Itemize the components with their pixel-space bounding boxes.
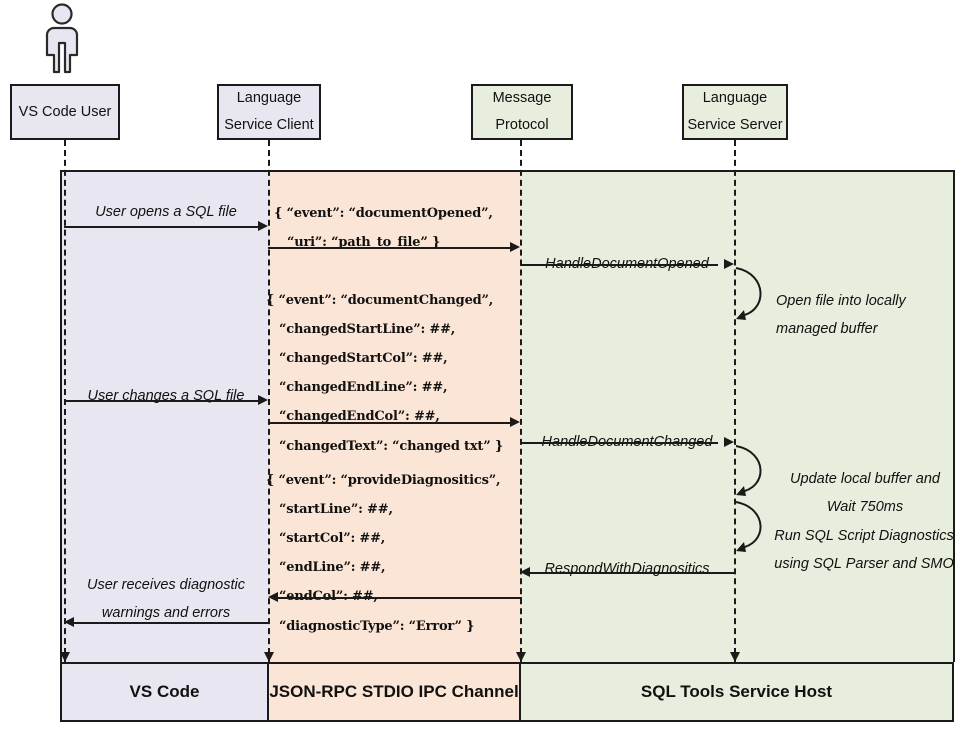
lane-frame-right-edge xyxy=(953,170,955,662)
payload-line: “endLine”: ##, xyxy=(266,560,386,576)
footer-lane-ipc[interactable]: JSON-RPC STDIO IPC Channel xyxy=(267,662,521,722)
arrow-protocol-to-client-diagnostics xyxy=(278,597,522,599)
footer-lane-label: VS Code xyxy=(129,682,200,701)
self-call-line2: Wait 750ms xyxy=(826,498,904,515)
arrow-user-changes xyxy=(64,400,260,402)
swimlane-frame xyxy=(60,170,954,662)
arrow-head-respond-with-diagnositics xyxy=(520,567,530,577)
footer-lane-label: SQL Tools Service Host xyxy=(640,682,833,701)
message-label-line2: warnings and errors xyxy=(101,604,231,621)
participant-box-vscode-user[interactable]: VS Code User xyxy=(10,84,120,140)
payload-line: “changedStartCol”: ##, xyxy=(266,351,448,367)
payload-provide-diagnositics: { “event”: “provideDiagnositics”, “start… xyxy=(266,466,501,641)
self-call-line1: Open file into locally xyxy=(776,293,906,309)
arrow-head-handle-document-opened xyxy=(724,259,734,269)
arrow-head-protocol-to-client-diagnostics xyxy=(268,592,278,602)
payload-line: { “event”: “documentOpened”, xyxy=(274,206,493,221)
lifeline-terminator-message-protocol xyxy=(516,652,526,662)
participant-box-language-service-server[interactable]: Language Service Server xyxy=(682,84,788,140)
footer-lane-host[interactable]: SQL Tools Service Host xyxy=(519,662,954,722)
payload-line: “changedEndCol”: ##, xyxy=(266,409,440,425)
payload-line: “changedText”: “changed txt” } xyxy=(266,438,503,454)
payload-line: “changedStartLine”: ##, xyxy=(266,322,456,338)
self-call-open-file xyxy=(734,266,776,324)
participant-label-line1: Message xyxy=(492,90,552,107)
footer-lane-label: JSON-RPC STDIO IPC Channel xyxy=(269,682,519,701)
arrow-head-client-to-protocol-changed xyxy=(510,417,520,427)
arrow-head-handle-document-changed xyxy=(724,437,734,447)
payload-line: “endCol”: ##, xyxy=(266,589,378,605)
payload-line: “uri”: “path_to_file” } xyxy=(274,235,441,251)
message-label-user-receives: User receives diagnostic warnings and er… xyxy=(66,572,266,627)
payload-document-changed: { “event”: “documentChanged”, “changedSt… xyxy=(266,286,503,461)
payload-document-opened: { “event”: “documentOpened”, “uri”: “pat… xyxy=(274,199,493,257)
payload-line: { “event”: “provideDiagnositics”, xyxy=(266,473,501,488)
footer-lane-vs-code[interactable]: VS Code xyxy=(60,662,269,722)
message-label-line1: User receives diagnostic xyxy=(87,577,245,593)
participant-label-line2: Protocol xyxy=(495,117,549,133)
arrow-head-user-changes xyxy=(258,395,268,405)
lifeline-message-protocol xyxy=(520,140,522,664)
lifeline-language-service-client xyxy=(268,140,270,664)
payload-line: “changedEndLine”: ##, xyxy=(266,380,448,396)
self-call-run-diagnostics xyxy=(734,500,776,556)
lane-background-vscode xyxy=(60,172,269,662)
arrow-head-client-to-protocol-opened xyxy=(510,242,520,252)
self-call-label-open-file: Open file into locally managed buffer xyxy=(776,288,951,343)
arrow-head-user-receives xyxy=(64,617,74,627)
arrow-client-to-protocol-opened xyxy=(268,247,512,249)
self-call-label-update-buffer: Update local buffer and Wait 750ms xyxy=(770,466,960,521)
person-icon xyxy=(38,2,86,74)
participant-label-line1: Language xyxy=(236,90,302,107)
lifeline-language-service-server xyxy=(734,140,736,664)
message-label-user-changes: User changes a SQL file xyxy=(87,388,245,404)
payload-line: “diagnosticType”: “Error” } xyxy=(266,618,475,634)
lifeline-vscode-user xyxy=(64,140,66,664)
participant-box-language-service-client[interactable]: Language Service Client xyxy=(217,84,321,140)
self-call-line1: Run SQL Script Diagnostics xyxy=(774,528,954,544)
lane-background-ipc xyxy=(269,172,521,662)
payload-line: “startLine”: ##, xyxy=(266,502,393,518)
arrow-user-receives xyxy=(74,622,270,624)
lifeline-terminator-language-service-server xyxy=(730,652,740,662)
arrow-user-opens xyxy=(64,226,260,228)
payload-line: { “event”: “documentChanged”, xyxy=(266,293,494,308)
participant-label-line2: Service Client xyxy=(224,117,314,133)
message-label-user-opens: User opens a SQL file xyxy=(95,204,237,220)
lane-frame-left-edge xyxy=(60,170,62,662)
arrow-client-to-protocol-changed xyxy=(268,422,512,424)
participant-label-line1: Language xyxy=(702,90,768,107)
arrow-head-user-opens xyxy=(258,221,268,231)
lifeline-terminator-vscode-user xyxy=(60,652,70,662)
arrow-handle-document-opened xyxy=(520,264,718,266)
participant-label-line1: VS Code User xyxy=(18,103,112,120)
self-call-update-buffer xyxy=(734,444,776,500)
self-call-label-run-diagnostics: Run SQL Script Diagnostics using SQL Par… xyxy=(766,523,962,578)
payload-line: “startCol”: ##, xyxy=(266,531,386,547)
participant-label-line2: Service Server xyxy=(687,117,783,133)
participant-box-message-protocol[interactable]: Message Protocol xyxy=(471,84,573,140)
lane-background-host xyxy=(521,172,954,662)
arrow-respond-with-diagnositics xyxy=(530,572,734,574)
self-call-line1: Update local buffer and xyxy=(790,471,940,487)
self-call-line2: managed buffer xyxy=(776,320,878,337)
self-call-line2: using SQL Parser and SMO xyxy=(774,555,954,572)
lifeline-terminator-language-service-client xyxy=(264,652,274,662)
message-label-respond-with-diagnositics: RespondWithDiagnositics xyxy=(544,561,710,577)
arrow-handle-document-changed xyxy=(520,442,718,444)
